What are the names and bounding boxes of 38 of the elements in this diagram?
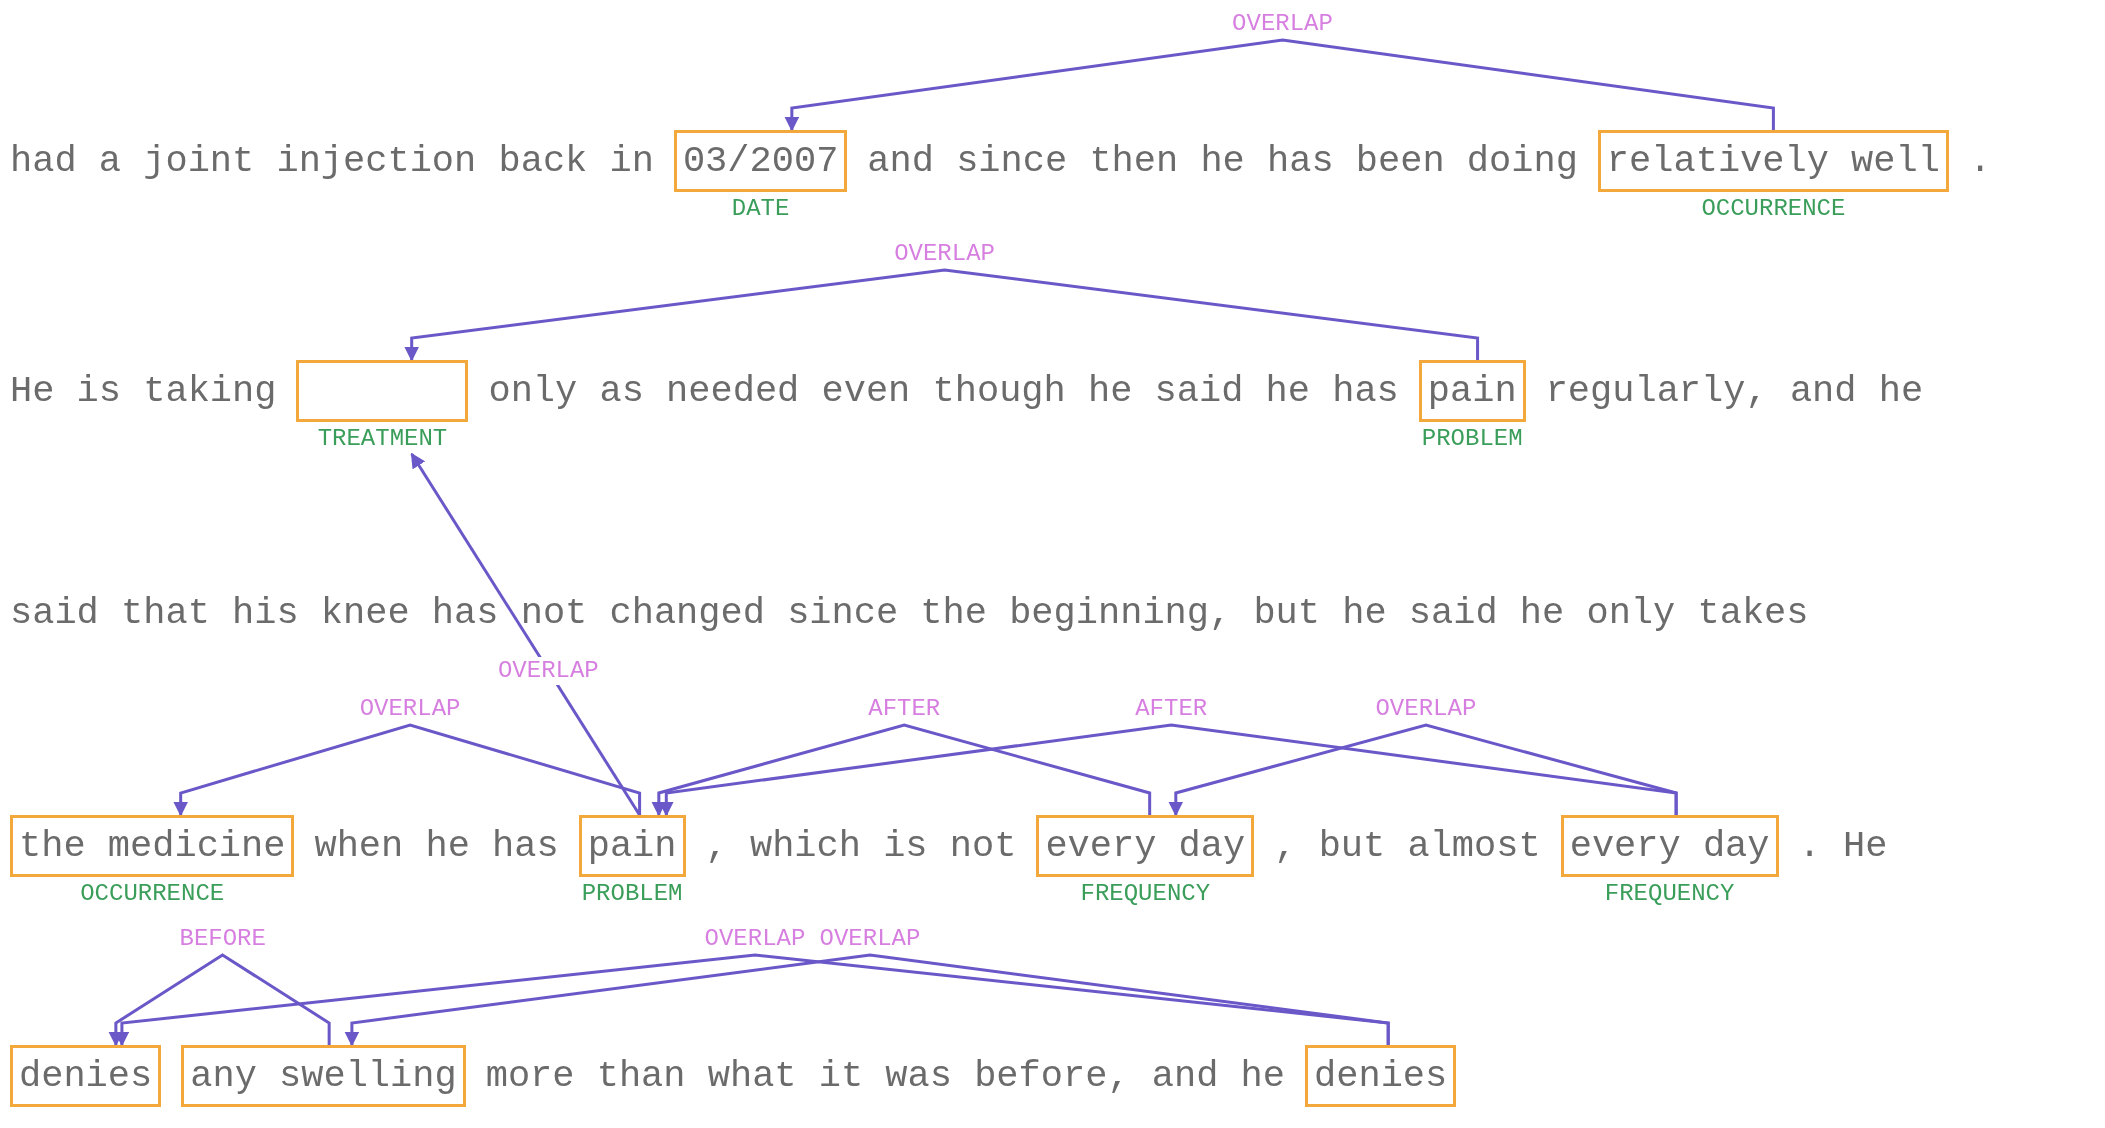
annotated-span: denies <box>1305 1045 1457 1107</box>
annotated-span: every day <box>1560 815 1779 877</box>
sentence-text: , but almost <box>1274 824 1541 868</box>
entity-type-label: DATE <box>731 194 790 224</box>
sentence-text: and since then he has been doing <box>867 139 1578 183</box>
entity-type-label: OCCURRENCE <box>80 879 225 909</box>
annotated-span: 03/2007 <box>673 130 848 192</box>
sentence-text: when he has <box>314 824 559 868</box>
annotated-span: pain <box>578 815 686 877</box>
relation-arrow <box>651 723 1152 817</box>
sentence-text: had a joint injection back in <box>10 139 654 183</box>
annotated-span: relatively well <box>1597 130 1949 192</box>
relation-arrow <box>410 452 641 816</box>
annotated-span: pain <box>1418 360 1526 422</box>
sentence-text: more than what it was before, and he <box>485 1054 1286 1098</box>
sentence-text: . He <box>1798 824 1888 868</box>
entity-type-label: FREQUENCY <box>1604 879 1735 909</box>
sentence-text: He is taking <box>10 369 277 413</box>
sentence-text: only as needed even though he said he has <box>488 369 1399 413</box>
entity-type-label: OCCURRENCE <box>1701 194 1846 224</box>
relation-arrow <box>173 723 642 817</box>
annotated-span: denies <box>10 1045 162 1107</box>
annotated-span: every day <box>1036 815 1255 877</box>
entity-type-label: FREQUENCY <box>1080 879 1211 909</box>
relation-arrow <box>404 268 1480 362</box>
sentence-text: , which is not <box>705 824 1017 868</box>
relation-arrow <box>1168 723 1678 817</box>
annotated-span: any swelling <box>181 1045 466 1107</box>
relation-arrow <box>344 953 1390 1047</box>
annotated-span: the medicine <box>10 815 295 877</box>
relation-arrow <box>108 953 331 1047</box>
entity-type-label: TREATMENT <box>317 424 448 454</box>
sentence-text: said that his knee has not changed since the beginning, but he said he only takes <box>10 591 1809 635</box>
entity-type-label: PROBLEM <box>581 879 683 909</box>
sentence-text: . <box>1968 139 1992 183</box>
sentence-text: regularly, and he <box>1545 369 1924 413</box>
relation-arrow <box>784 38 1775 132</box>
entity-type-label: PROBLEM <box>1421 424 1523 454</box>
